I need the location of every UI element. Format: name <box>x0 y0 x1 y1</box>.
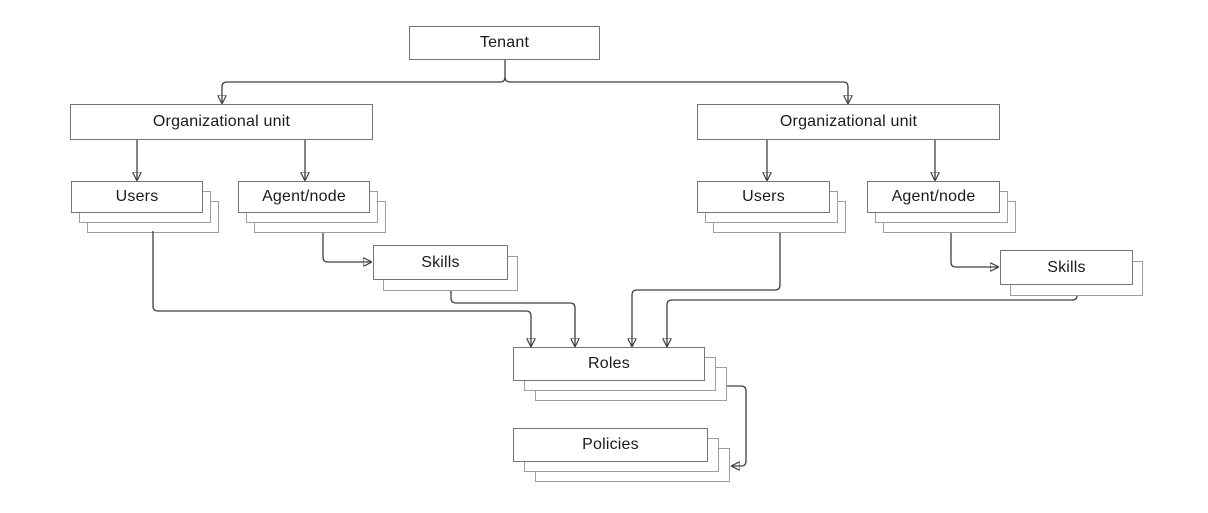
node-agent-node-right: Agent/node <box>867 181 1016 233</box>
org-unit-left-label: Organizational unit <box>152 113 291 130</box>
agent-node-right-label: Agent/node <box>891 188 976 205</box>
skills-right-label: Skills <box>1047 258 1086 276</box>
node-policies: Policies <box>513 428 730 482</box>
tenant-box: Tenant <box>409 26 600 60</box>
users-left-label: Users <box>115 188 159 205</box>
users-right-box: Users <box>697 181 830 213</box>
node-org-unit-right: Organizational unit <box>697 104 1000 140</box>
policies-box: Policies <box>513 428 708 462</box>
edge-skillsl-roles <box>450 291 575 346</box>
edge-tenant-org-left <box>222 76 506 103</box>
edge-tenant-org-right <box>504 76 848 103</box>
org-unit-left-box: Organizational unit <box>70 104 373 140</box>
node-skills-left: Skills <box>373 245 518 291</box>
edge-skillsr-roles <box>667 295 1078 346</box>
node-tenant: Tenant <box>409 26 600 60</box>
edge-usersr-roles <box>632 233 781 346</box>
node-agent-node-left: Agent/node <box>238 181 386 233</box>
node-skills-right: Skills <box>1000 250 1143 296</box>
roles-label: Roles <box>588 355 630 372</box>
agent-node-left-box: Agent/node <box>238 181 370 213</box>
users-right-label: Users <box>742 188 785 205</box>
tenant-label: Tenant <box>479 34 530 51</box>
skills-left-label: Skills <box>421 253 460 271</box>
node-org-unit-left: Organizational unit <box>70 104 373 140</box>
org-unit-right-box: Organizational unit <box>697 104 1000 140</box>
node-roles: Roles <box>513 347 727 401</box>
edge-agentl-skills <box>322 233 371 262</box>
users-left-box: Users <box>71 181 203 213</box>
node-users-left: Users <box>71 181 219 233</box>
agent-node-left-label: Agent/node <box>262 188 346 205</box>
roles-box: Roles <box>513 347 705 381</box>
policies-label: Policies <box>582 436 639 453</box>
org-unit-right-label: Organizational unit <box>779 113 918 130</box>
skills-left-box: Skills <box>373 245 508 280</box>
agent-node-right-box: Agent/node <box>867 181 1000 213</box>
skills-right-box: Skills <box>1000 250 1133 285</box>
node-users-right: Users <box>697 181 846 233</box>
edge-agentr-skills <box>950 233 998 267</box>
